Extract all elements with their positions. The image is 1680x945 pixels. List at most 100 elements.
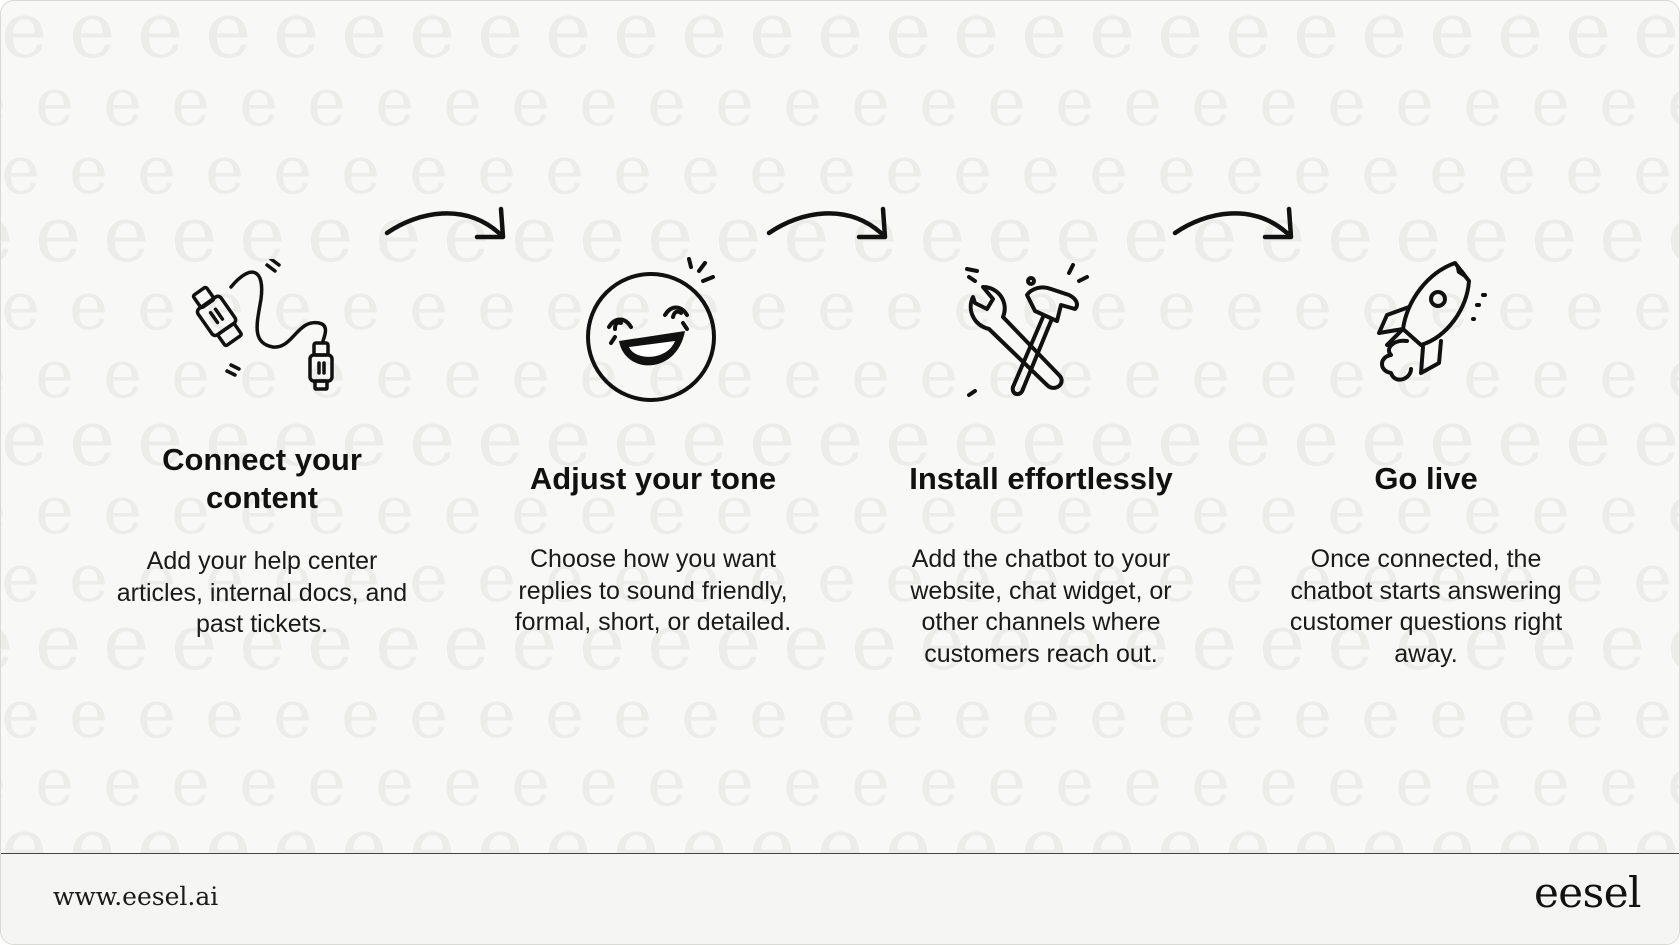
svg-text:e: e [953,540,992,617]
svg-text:e: e [715,64,754,141]
svg-text:e: e [1055,336,1094,413]
svg-text:e: e [341,394,387,484]
svg-text:e: e [205,394,251,484]
svg-text:e: e [919,190,965,280]
svg-text:e: e [137,1,183,76]
svg-text:e: e [1497,132,1536,209]
svg-text:e: e [1225,394,1271,484]
svg-text:e: e [511,472,550,549]
step-adjust-tone: Adjust your tone Choose how you want rep… [493,460,813,680]
svg-text:e: e [783,744,822,821]
svg-text:e: e [103,64,142,141]
svg-text:e: e [69,676,108,753]
svg-text:e: e [953,802,999,853]
svg-text:e: e [409,268,448,345]
svg-text:e: e [1497,802,1543,853]
svg-text:e: e [987,598,1033,688]
svg-text:e: e [1633,1,1679,76]
svg-text:e: e [1497,1,1543,76]
svg-text:e: e [885,540,924,617]
svg-text:e: e [1633,676,1672,753]
svg-text:e: e [1089,540,1128,617]
svg-text:e: e [409,676,448,753]
svg-text:e: e [1361,676,1400,753]
svg-text:e: e [239,744,278,821]
svg-text:e: e [171,598,217,688]
svg-text:e: e [341,1,387,76]
svg-text:e: e [1599,744,1638,821]
svg-text:e: e [1225,1,1271,76]
svg-text:e: e [1123,744,1162,821]
svg-text:e: e [1089,1,1135,76]
svg-text:e: e [341,802,387,853]
svg-text:e: e [1157,540,1196,617]
svg-text:e: e [817,802,863,853]
svg-text:e: e [273,268,312,345]
svg-text:e: e [851,336,890,413]
svg-text:e: e [477,394,523,484]
svg-text:e: e [171,336,210,413]
svg-text:e: e [1395,64,1434,141]
svg-text:e: e [375,598,421,688]
svg-text:e: e [137,394,183,484]
svg-text:e: e [1293,394,1339,484]
svg-text:e: e [1089,268,1128,345]
svg-text:e: e [681,540,720,617]
svg-text:e: e [1055,190,1101,280]
svg-text:e: e [1497,676,1536,753]
svg-text:e: e [1,336,6,413]
svg-text:e: e [1,802,47,853]
svg-text:e: e [375,190,421,280]
svg-text:e: e [681,802,727,853]
svg-text:e: e [579,598,625,688]
svg-text:e: e [1,64,6,141]
svg-text:e: e [1599,64,1638,141]
svg-text:e: e [1497,394,1543,484]
svg-text:e: e [1327,64,1366,141]
svg-text:e: e [613,676,652,753]
svg-text:e: e [307,472,346,549]
svg-text:e: e [1089,394,1135,484]
svg-text:e: e [817,540,856,617]
svg-text:e: e [647,598,693,688]
svg-text:e: e [1,190,13,280]
svg-text:e: e [1225,540,1264,617]
svg-text:e: e [613,802,659,853]
svg-text:e: e [1,598,13,688]
svg-text:e: e [477,132,516,209]
svg-text:e: e [1361,132,1400,209]
svg-text:e: e [545,132,584,209]
svg-text:e: e [1191,472,1230,549]
svg-text:e: e [681,394,727,484]
svg-text:e: e [715,744,754,821]
svg-text:e: e [273,802,319,853]
svg-text:e: e [579,744,618,821]
svg-text:e: e [1191,190,1237,280]
step-description: Add the chatbot to your website, chat wi… [910,545,1172,668]
svg-text:e: e [885,268,924,345]
svg-text:e: e [1055,64,1094,141]
svg-text:e: e [1497,540,1536,617]
svg-text:e: e [409,132,448,209]
svg-text:e: e [1157,676,1196,753]
svg-text:e: e [443,598,489,688]
svg-text:e: e [375,472,414,549]
svg-text:e: e [1531,64,1570,141]
svg-text:e: e [1361,540,1400,617]
svg-text:e: e [1259,744,1298,821]
svg-text:e: e [35,472,74,549]
svg-text:e: e [1599,598,1645,688]
svg-text:e: e [1157,132,1196,209]
svg-text:e: e [1157,802,1203,853]
svg-text:e: e [919,336,958,413]
svg-text:e: e [443,472,482,549]
svg-text:e: e [273,676,312,753]
svg-text:e: e [477,268,516,345]
svg-text:e: e [137,540,176,617]
svg-text:e: e [239,336,278,413]
svg-text:e: e [205,676,244,753]
svg-text:e: e [1565,540,1604,617]
svg-text:e: e [1599,190,1645,280]
svg-text:e: e [1667,598,1680,688]
svg-text:e: e [1633,132,1672,209]
